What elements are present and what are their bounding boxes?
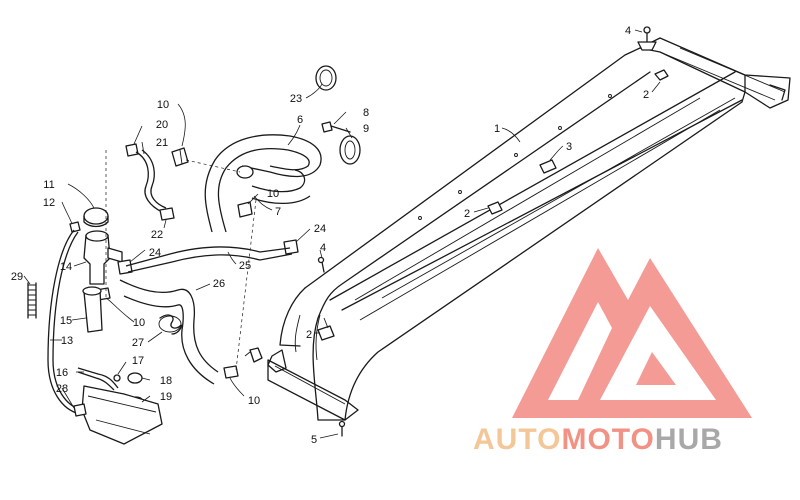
part-9-clamp [339, 135, 361, 165]
part-24-clamp-left [117, 259, 133, 275]
assembly-guides [105, 150, 257, 371]
part-26-lower-hose [119, 279, 219, 385]
part-10-clamp-upper [171, 147, 189, 167]
part-23-clamp-ring [315, 65, 337, 91]
callout-10-low: 10 [133, 317, 145, 329]
part-29-spring-coil [27, 282, 37, 319]
part-2-clip-mid [487, 201, 503, 215]
callout-18: 18 [160, 375, 172, 387]
callout-25: 25 [239, 260, 251, 272]
part-8-bolt [321, 121, 351, 133]
callout-8: 8 [363, 107, 369, 119]
callout-4-top: 4 [625, 25, 631, 37]
callout-29: 29 [11, 271, 23, 283]
callout-10-bottom: 10 [248, 395, 260, 407]
part-18-cap [127, 372, 143, 384]
part-13-overflow-tube [47, 229, 83, 415]
callout-16: 16 [56, 367, 68, 379]
callout-24-left: 24 [149, 247, 161, 259]
callout-22: 22 [151, 229, 163, 241]
callout-11: 11 [43, 179, 54, 191]
watermark-logo: AUTOMOTOHUB [473, 248, 752, 456]
part-11-pressure-cap [83, 207, 109, 228]
callout-10-mid: 10 [267, 188, 279, 200]
callout-20: 20 [156, 119, 168, 131]
part-4-screw-top [637, 26, 657, 51]
watermark-hub: HUB [655, 423, 723, 456]
part-27-spring [158, 314, 183, 335]
part-10-clamp-mid [237, 201, 253, 218]
part-24-clamp-right [283, 239, 299, 255]
watermark-triangle-mark [512, 248, 752, 418]
callout-3: 3 [566, 141, 572, 153]
part-4-screw-low [317, 256, 325, 273]
part-10-clamp-bottom [223, 365, 239, 379]
part-2-clip-top [654, 69, 669, 81]
callout-2-low: 2 [306, 329, 312, 341]
watermark-text: AUTOMOTOHUB [473, 423, 723, 456]
logo-inner-triangle [636, 352, 676, 385]
part-2-clip-low [317, 317, 335, 341]
logo-right-cutout [600, 306, 716, 400]
part-22-clamp [159, 207, 175, 221]
callout-14: 14 [60, 261, 72, 273]
callout-6: 6 [297, 114, 303, 126]
watermark-moto: MOTO [561, 423, 654, 456]
coolant-reservoir [81, 385, 163, 445]
inlet-fitting [267, 349, 287, 373]
callout-24-right: 24 [314, 223, 326, 235]
part-1-cooler-rail [244, 37, 791, 421]
callout-27: 27 [132, 337, 144, 349]
callout-1: 1 [494, 123, 500, 135]
logo-left-cutout [548, 302, 612, 400]
watermark-auto: AUTO [473, 423, 561, 456]
part-15-short-hose [82, 286, 103, 333]
callout-10-top: 10 [157, 99, 169, 111]
callout-17: 17 [132, 355, 144, 367]
leader-lines [23, 29, 661, 439]
part-6-upper-hose [204, 134, 322, 233]
callout-12: 12 [43, 197, 55, 209]
part-28-clamp [73, 403, 87, 417]
part-5-screw [338, 420, 346, 437]
callout-26: 26 [213, 278, 225, 290]
callout-5: 5 [311, 434, 317, 446]
part-20-clamp [125, 143, 139, 157]
callout-9: 9 [363, 123, 369, 135]
part-12-clamp [69, 221, 81, 233]
part-3-clip [539, 159, 557, 174]
callout-21: 21 [156, 137, 168, 149]
callout-19: 19 [160, 391, 172, 403]
callout-2-mid: 2 [464, 208, 470, 220]
part-25-long-hose [125, 246, 293, 273]
part-16-vent-tube [77, 367, 119, 391]
callout-2-top: 2 [643, 89, 649, 101]
part-14-filler-neck [83, 230, 123, 285]
callout-15: 15 [60, 315, 72, 327]
callout-23: 23 [290, 93, 302, 105]
callout-labels: 1 2 2 2 3 4 4 5 6 7 8 9 10 10 10 10 11 1… [11, 25, 649, 446]
callout-7: 7 [275, 206, 281, 218]
callout-28: 28 [56, 383, 68, 395]
callout-4-low: 4 [320, 242, 326, 254]
part-21-hose [135, 149, 167, 213]
callout-13: 13 [61, 335, 73, 347]
part-17-fitting [113, 374, 121, 382]
